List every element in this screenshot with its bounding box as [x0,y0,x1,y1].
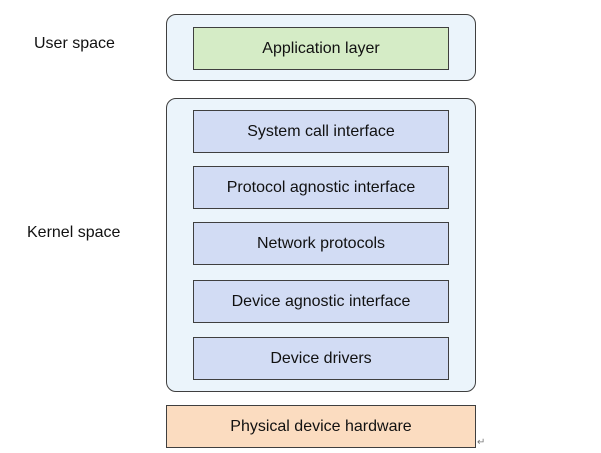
network-protocols-box: Network protocols [193,222,449,265]
application-layer-label: Application layer [262,39,380,57]
device-drivers-box: Device drivers [193,337,449,380]
physical-device-hardware-box: Physical device hardware [166,405,476,448]
application-layer-box: Application layer [193,27,449,70]
network-protocols-label: Network protocols [256,234,386,252]
protocol-agnostic-interface-box: Protocol agnostic interface [193,166,449,209]
system-call-interface-label: System call interface [247,122,395,140]
kernel-space-label: Kernel space [27,224,121,241]
device-agnostic-interface-label: Device agnostic interface [231,292,411,310]
physical-device-hardware-label: Physical device hardware [230,417,412,435]
protocol-agnostic-interface-label: Protocol agnostic interface [226,178,416,196]
device-agnostic-interface-box: Device agnostic interface [193,280,449,323]
device-drivers-label: Device drivers [270,349,372,367]
user-space-label: User space [34,35,115,52]
system-call-interface-box: System call interface [193,110,449,153]
return-mark-icon: ↵ [477,437,486,448]
